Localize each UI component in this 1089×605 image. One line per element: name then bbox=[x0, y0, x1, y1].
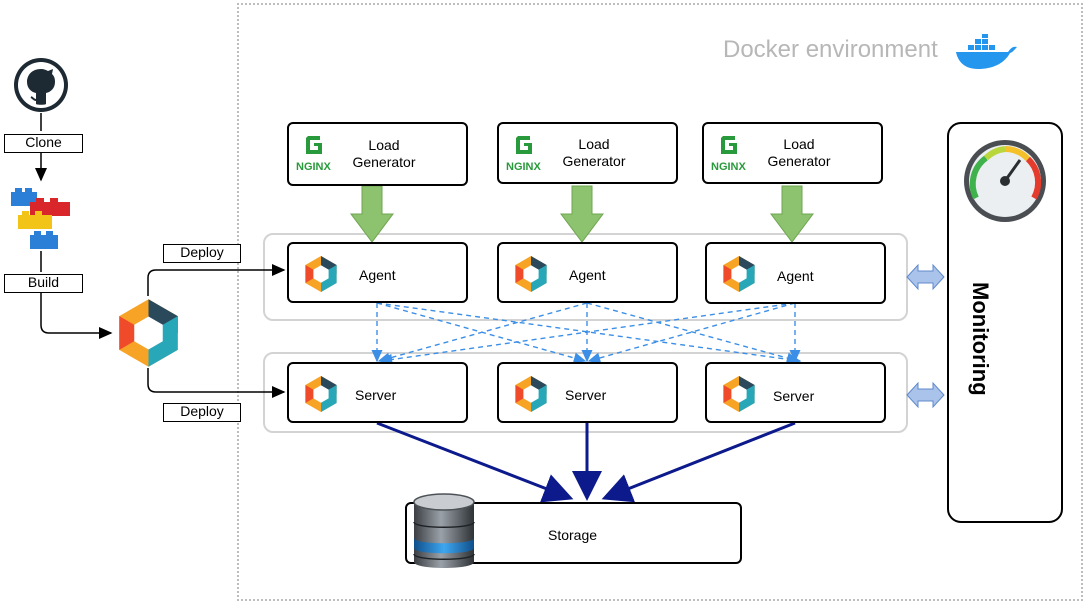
server-label: Server bbox=[565, 387, 607, 403]
environment-title: Docker environment bbox=[723, 36, 938, 63]
server3-to-storage-arrow bbox=[601, 421, 796, 503]
lego-bricks-icon bbox=[11, 188, 70, 249]
nginx-logo-icon: NGINX bbox=[296, 136, 332, 173]
agent-box[interactable]: Agent bbox=[705, 242, 886, 304]
agent-hexagon-icon bbox=[515, 256, 547, 292]
build-to-app-arrow bbox=[40, 293, 113, 339]
server-label: Server bbox=[355, 387, 397, 403]
agents-monitoring-bidir-arrow bbox=[906, 263, 945, 291]
server-hexagon-icon bbox=[305, 376, 337, 412]
agent-label: Agent bbox=[777, 268, 814, 284]
server1-to-storage-arrow bbox=[376, 421, 574, 503]
server-hexagon-icon bbox=[723, 376, 755, 412]
dash-a3-s1 bbox=[379, 302, 796, 365]
servers-monitoring-bidir-arrow bbox=[906, 381, 945, 409]
storage-label: Storage bbox=[548, 527, 598, 543]
deploy-server-arrow bbox=[147, 368, 286, 398]
server-box[interactable]: Server bbox=[287, 362, 468, 423]
clone-label: Clone bbox=[4, 134, 83, 153]
monitoring-label: Monitoring bbox=[968, 282, 993, 396]
server-hexagon-icon bbox=[515, 376, 547, 412]
docker-environment-frame bbox=[237, 3, 1083, 601]
agent-label: Agent bbox=[569, 267, 606, 283]
nginx-logo-text: NGINX bbox=[506, 161, 542, 173]
docker-whale-icon bbox=[956, 34, 1017, 69]
load-arrow-3 bbox=[770, 185, 814, 243]
agent-box[interactable]: Agent bbox=[497, 242, 678, 303]
agent-hexagon-icon bbox=[723, 256, 755, 292]
github-icon bbox=[14, 58, 68, 112]
deploy-agent-arrow bbox=[147, 264, 286, 296]
dash-a1-s3 bbox=[376, 302, 802, 366]
app-hexagon-logo-icon bbox=[119, 299, 178, 367]
nginx-logo-text: NGINX bbox=[711, 161, 747, 173]
deploy-server-label: Deploy bbox=[163, 403, 241, 422]
agent-box[interactable]: Agent bbox=[287, 242, 468, 303]
nginx-logo-text: NGINX bbox=[296, 161, 332, 173]
server-box[interactable]: Server bbox=[705, 362, 886, 423]
agent-hexagon-icon bbox=[305, 256, 337, 292]
server-box[interactable]: Server bbox=[497, 362, 678, 423]
build-label: Build bbox=[4, 274, 83, 293]
gauge-icon bbox=[964, 140, 1046, 222]
deploy-agent-label: Deploy bbox=[163, 244, 241, 263]
agent-label: Agent bbox=[359, 267, 396, 283]
dash-a2-s3 bbox=[586, 302, 800, 364]
load-arrow-1 bbox=[350, 185, 394, 243]
storage-database-icon bbox=[413, 493, 475, 568]
server-label: Server bbox=[773, 388, 815, 404]
nginx-logo-icon: NGINX bbox=[506, 136, 542, 173]
nginx-logo-icon: NGINX bbox=[711, 136, 747, 173]
load-arrow-2 bbox=[560, 185, 604, 243]
